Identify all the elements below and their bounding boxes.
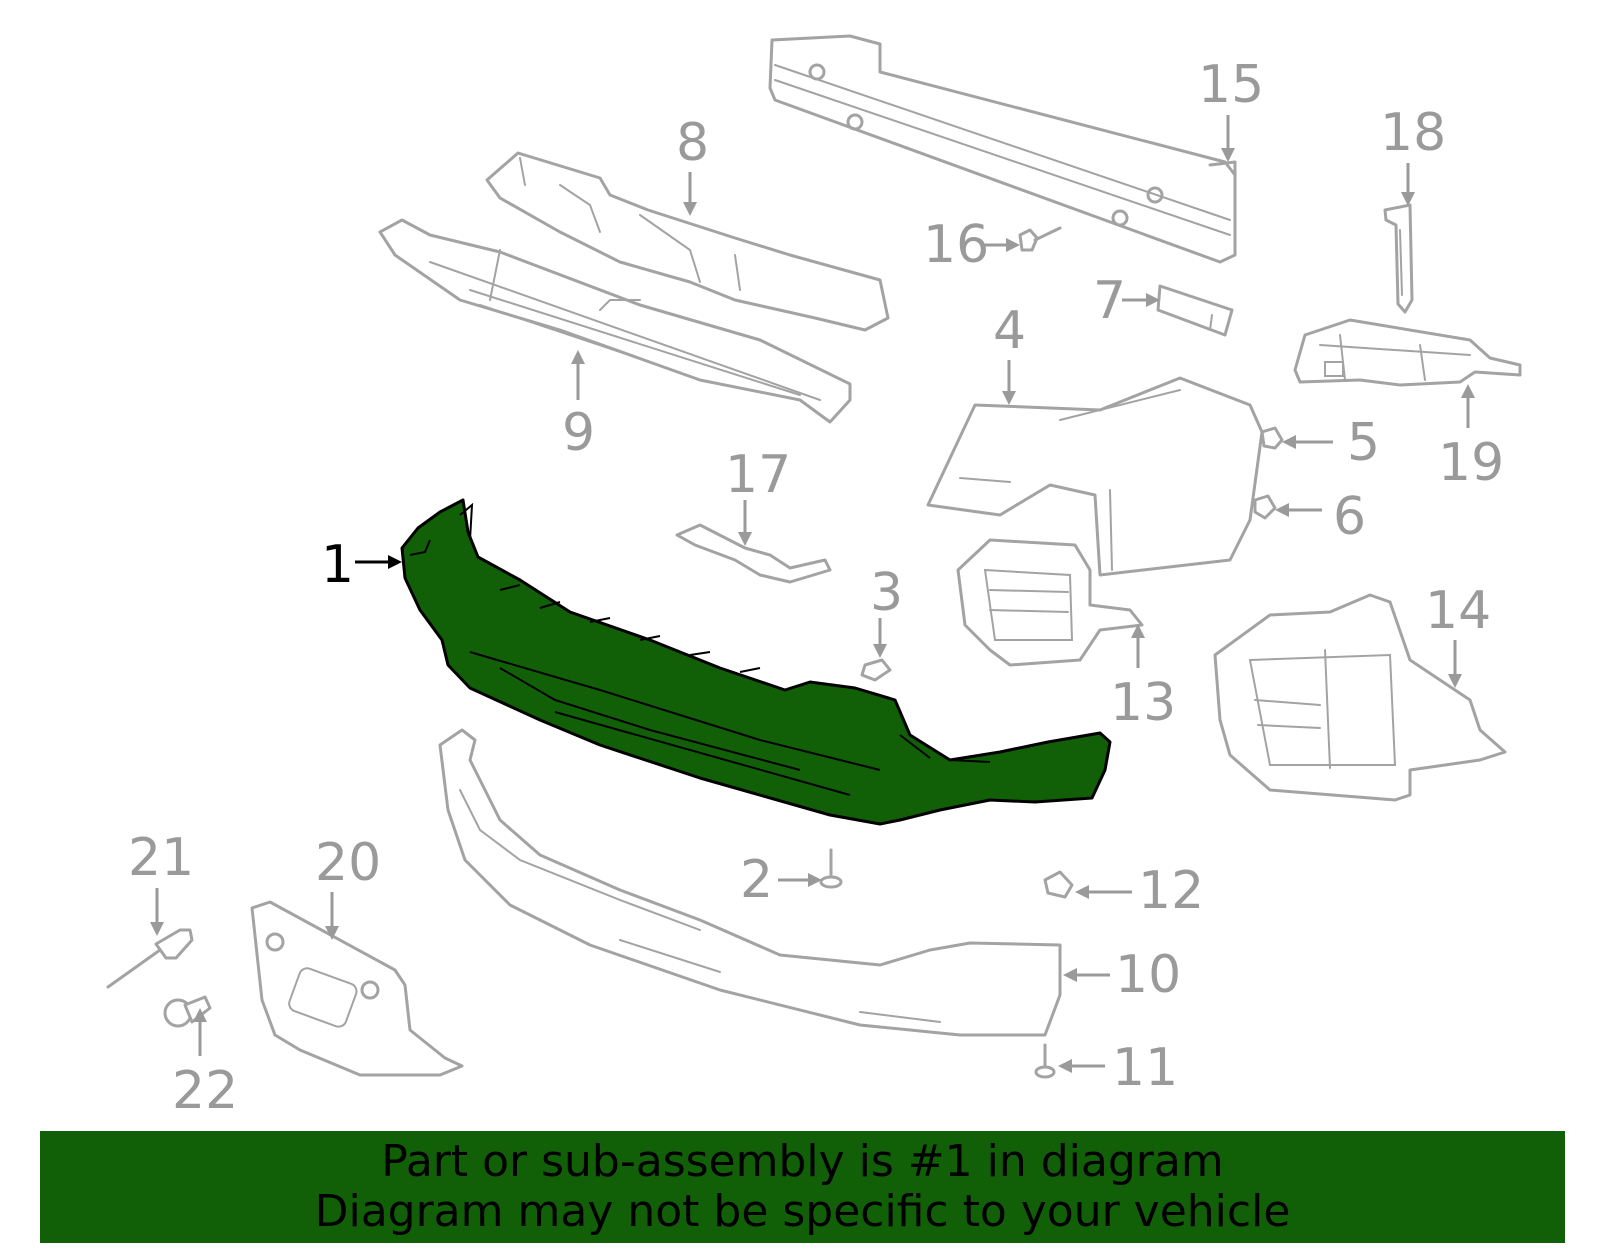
callout-10: 10	[1115, 945, 1181, 1005]
callout-9: 9	[562, 403, 595, 463]
part-20-license-bracket[interactable]	[250, 900, 464, 1077]
part-4-upper-cover[interactable]	[926, 376, 1264, 577]
callout-3: 3	[870, 563, 903, 623]
callout-17: 17	[725, 445, 791, 505]
callout-4: 4	[993, 301, 1026, 361]
part-2-screw[interactable]	[819, 848, 843, 889]
part-8-energy-absorber[interactable]	[485, 151, 890, 332]
callout-12: 12	[1138, 861, 1204, 921]
part-6-clip[interactable]	[1253, 494, 1277, 520]
callout-8: 8	[676, 113, 709, 173]
callout-20: 20	[315, 833, 381, 893]
banner-line-1: Part or sub-assembly is #1 in diagram	[381, 1136, 1224, 1187]
callout-21: 21	[128, 828, 194, 888]
part-9-lower-support[interactable]	[378, 218, 852, 424]
callout-15: 15	[1198, 55, 1264, 115]
part-16-bolt[interactable]	[1018, 226, 1062, 252]
callout-14: 14	[1425, 581, 1491, 641]
callout-18: 18	[1380, 103, 1446, 163]
info-banner: Part or sub-assembly is #1 in diagram Di…	[40, 1131, 1565, 1243]
part-7-seal[interactable]	[1156, 284, 1234, 337]
callout-2: 2	[740, 850, 773, 910]
part-19-mount-bracket[interactable]	[1293, 318, 1522, 387]
part-5-clip[interactable]	[1260, 426, 1284, 450]
part-1-lower-fascia[interactable]	[400, 498, 1112, 826]
part-14-bezel-right[interactable]	[1213, 593, 1507, 802]
callout-22: 22	[172, 1061, 238, 1121]
callout-16: 16	[923, 215, 989, 275]
part-15-impact-bar[interactable]	[768, 34, 1237, 264]
callout-6: 6	[1333, 487, 1366, 547]
part-12-clip[interactable]	[1043, 870, 1074, 899]
callout-7: 7	[1093, 271, 1126, 331]
callout-13: 13	[1110, 673, 1176, 733]
callout-5: 5	[1347, 413, 1380, 473]
part-22-push-pin[interactable]	[163, 995, 212, 1028]
part-21-rivet[interactable]	[106, 928, 194, 989]
callout-1: 1	[321, 535, 354, 595]
part-3-nut[interactable]	[860, 658, 892, 682]
callout-19: 19	[1438, 433, 1504, 493]
part-17-bracket[interactable]	[675, 523, 832, 584]
part-10-lower-molding[interactable]	[438, 728, 1062, 1037]
banner-line-2: Diagram may not be specific to your vehi…	[314, 1186, 1291, 1237]
part-11-screw[interactable]	[1034, 1043, 1056, 1079]
callout-11: 11	[1112, 1038, 1178, 1098]
part-18-bracket[interactable]	[1383, 203, 1414, 314]
part-13-bezel-left[interactable]	[956, 538, 1144, 667]
